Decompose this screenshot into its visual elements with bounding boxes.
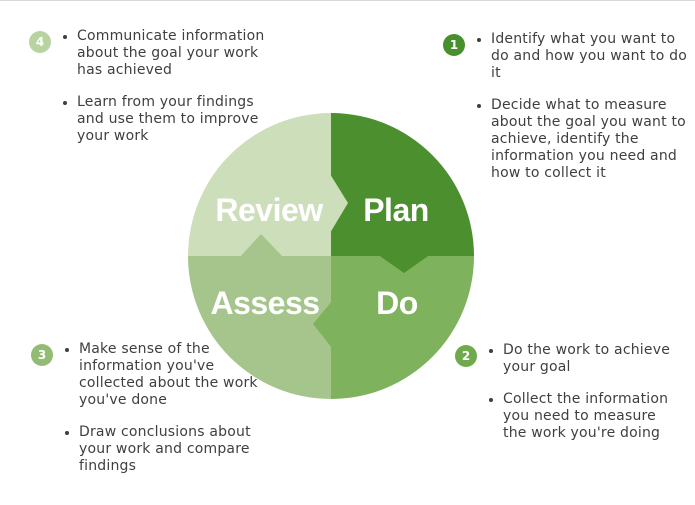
quadrant-label-assess: Assess bbox=[210, 285, 319, 321]
bullet-item: Make sense of the information you've col… bbox=[79, 341, 267, 409]
bullet-item: Identify what you want to do and how you… bbox=[491, 31, 687, 82]
quadrant-label-do: Do bbox=[376, 285, 418, 321]
step-1-plan-notes: 1 Identify what you want to do and how y… bbox=[443, 31, 687, 182]
step-4-badge: 4 bbox=[29, 31, 51, 53]
quadrant-label-review: Review bbox=[215, 192, 323, 228]
step-4-bullet-list: Communicate information about the goal y… bbox=[51, 28, 269, 145]
step-3-assess-notes: 3 Make sense of the information you've c… bbox=[31, 341, 267, 475]
step-1-bullet-list: Identify what you want to do and how you… bbox=[465, 31, 687, 182]
arrow-plan-to-do-icon bbox=[377, 254, 431, 273]
step-3-bullet-list: Make sense of the information you've col… bbox=[53, 341, 267, 475]
step-2-bullet-list: Do the work to achieve your goal Collect… bbox=[477, 342, 679, 442]
bullet-item: Learn from your findings and use them to… bbox=[77, 94, 269, 145]
bullet-item: Draw conclusions about your work and com… bbox=[79, 424, 267, 475]
step-2-badge: 2 bbox=[455, 345, 477, 367]
bullet-item: Do the work to achieve your goal bbox=[503, 342, 679, 376]
quadrant-review bbox=[188, 113, 331, 256]
bullet-item: Decide what to measure about the goal yo… bbox=[491, 97, 687, 182]
step-1-badge: 1 bbox=[443, 34, 465, 56]
arrow-assess-to-review-icon bbox=[239, 234, 284, 258]
step-4-review-notes: 4 Communicate information about the goal… bbox=[29, 28, 269, 145]
quadrant-plan bbox=[331, 113, 474, 256]
arrow-review-to-plan-icon bbox=[330, 174, 348, 233]
step-3-badge: 3 bbox=[31, 344, 53, 366]
top-divider-line bbox=[0, 0, 695, 1]
bullet-item: Communicate information about the goal y… bbox=[77, 28, 269, 79]
step-2-do-notes: 2 Do the work to achieve your goal Colle… bbox=[455, 342, 679, 442]
quadrant-assess bbox=[188, 256, 331, 399]
bullet-item: Collect the information you need to meas… bbox=[503, 391, 679, 442]
quadrant-do bbox=[331, 256, 474, 399]
quadrant-label-plan: Plan bbox=[363, 192, 429, 228]
arrow-do-to-assess-icon bbox=[313, 301, 332, 348]
